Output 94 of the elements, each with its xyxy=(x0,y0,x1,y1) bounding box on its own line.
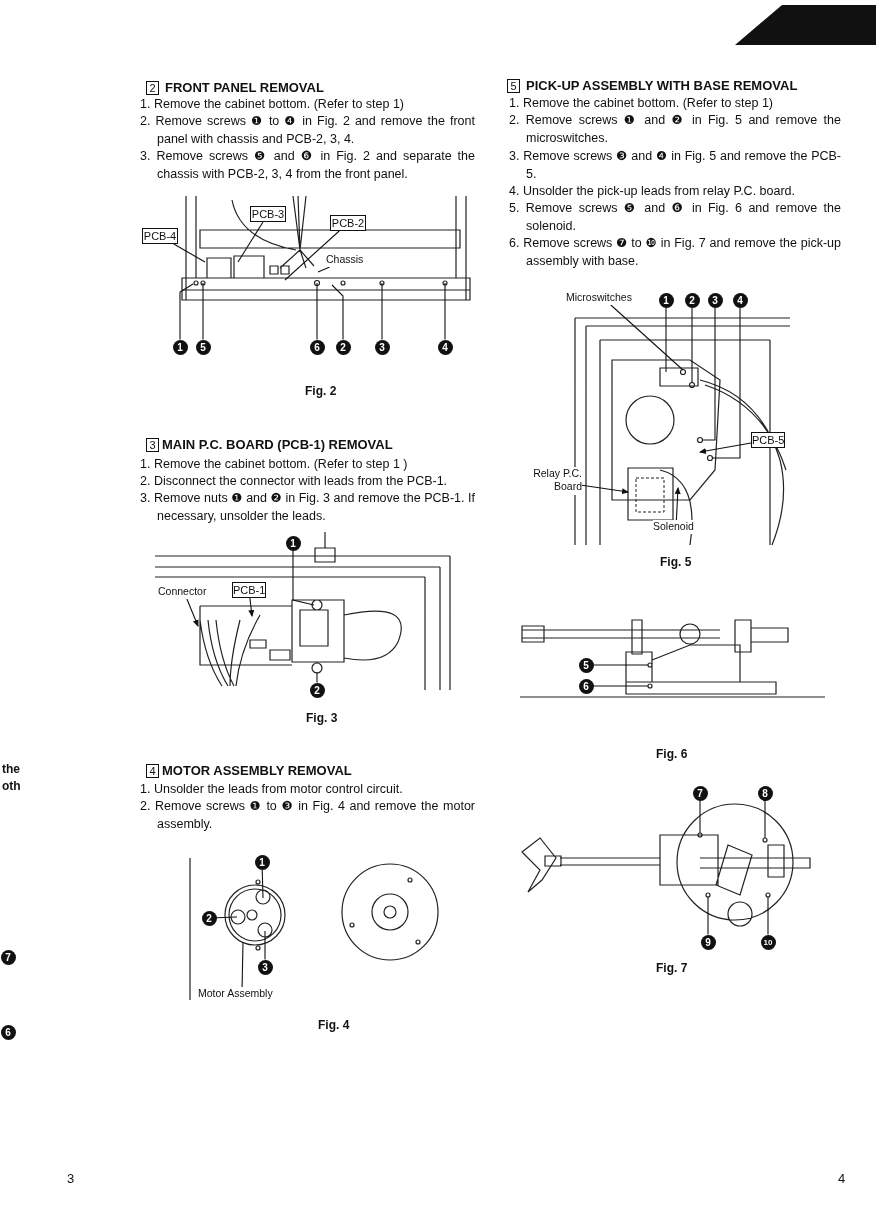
callout-number: 7 xyxy=(692,785,708,801)
part-label: PCB-2 xyxy=(330,215,366,231)
instruction-step: 4. Unsolder the pick-up leads from relay P.C. board. xyxy=(509,183,841,201)
section-heading: FRONT PANEL REMOVAL xyxy=(165,80,324,95)
leader-line xyxy=(241,941,244,988)
leader-line xyxy=(284,230,340,281)
instruction-step: 2. Remove screws ❶ and ❷ in Fig. 5 and remove the microswitches. xyxy=(509,112,841,147)
instruction-step: 2. Remove screws ❶ to ❸ in Fig. 4 and remove the motor assembly. xyxy=(140,798,475,833)
callout-number: 3 xyxy=(257,959,273,975)
leader-line xyxy=(674,487,681,521)
leader-line xyxy=(767,896,769,936)
instruction-step: 2. Remove screws ❶ to ❹ in Fig. 2 and remove the front panel with chassis and PCB-2, 3, 4. xyxy=(140,113,475,148)
section-number: 4 xyxy=(146,764,159,778)
section-heading: MOTOR ASSEMBLY REMOVAL xyxy=(162,763,352,778)
callout-number: 2 xyxy=(335,339,351,355)
leader-line xyxy=(764,799,766,839)
instruction-step: 3. Remove nuts ❶ and ❷ in Fig. 3 and remove the PCB-1. If necessary, unsolder the leads. xyxy=(140,490,475,525)
figure-caption: Fig. 5 xyxy=(660,555,692,569)
part-label: Chassis xyxy=(326,253,366,267)
callout-number: 3 xyxy=(707,292,723,308)
instruction-step: 2. Disconnect the connector with leads from the PCB-1. xyxy=(140,473,475,491)
instruction-step: 1. Unsolder the leads from motor control circuit. xyxy=(140,781,475,799)
callout-number: 2 xyxy=(309,682,325,698)
figure-caption: Fig. 4 xyxy=(318,1018,350,1032)
leader-line xyxy=(665,306,667,373)
callout-number: 6 xyxy=(578,678,594,694)
leader-line xyxy=(707,896,709,936)
instruction-step: 5. Remove screws ❺ and ❻ in Fig. 6 and remove the solenoid. xyxy=(509,200,841,235)
callout-number: 6 xyxy=(309,339,325,355)
callout-number: 3 xyxy=(374,339,390,355)
part-label: PCB-5 xyxy=(751,432,785,448)
instruction-step: 1. Remove the cabinet bottom. (Refer to step 1) xyxy=(509,95,841,113)
instruction-step: 1. Remove the cabinet bottom. (Refer to step 1 ) xyxy=(140,456,475,474)
leader-line xyxy=(316,282,318,341)
leader-line xyxy=(331,284,344,341)
figure-caption: Fig. 6 xyxy=(656,747,688,761)
callout-number: 8 xyxy=(757,785,773,801)
callout-number: 1 xyxy=(172,339,188,355)
callout-number: 5 xyxy=(578,657,594,673)
callout-number: 2 xyxy=(684,292,700,308)
callout-number: 1 xyxy=(658,292,674,308)
leader-line xyxy=(248,597,255,617)
callout-number: 10 xyxy=(760,934,776,950)
figure-caption: Fig. 3 xyxy=(306,711,338,725)
leader-line xyxy=(444,282,446,341)
leader-line xyxy=(215,916,238,919)
callout-number: 7 xyxy=(0,949,16,965)
callout-number: 9 xyxy=(700,934,716,950)
leader-line xyxy=(173,243,206,263)
callout-number: 5 xyxy=(195,339,211,355)
leader-line xyxy=(699,799,701,834)
cut-off-text: oth xyxy=(2,779,22,793)
leader-line xyxy=(702,306,716,441)
part-label: PCB-3 xyxy=(250,206,286,222)
section-heading: MAIN P.C. BOARD (PCB-1) REMOVAL xyxy=(162,437,393,452)
callout-number: 6 xyxy=(0,1024,16,1040)
cut-off-text: the xyxy=(2,762,21,776)
section-heading: PICK-UP ASSEMBLY WITH BASE REMOVAL xyxy=(526,78,798,93)
leader-line xyxy=(264,930,266,961)
instruction-step: 6. Remove screws ❼ to ❿ in Fig. 7 and remove the pick-up assembly with base. xyxy=(509,235,841,270)
instruction-step: 1. Remove the cabinet bottom. (Refer to step 1) xyxy=(140,96,475,114)
leader-line xyxy=(186,598,199,627)
leader-line xyxy=(237,221,264,263)
part-label: Connector xyxy=(158,585,210,599)
leader-line xyxy=(592,664,649,666)
leader-line xyxy=(179,283,194,341)
leader-line xyxy=(699,442,752,454)
callout-number: 1 xyxy=(254,854,270,870)
callout-number: 4 xyxy=(437,339,453,355)
callout-number: 4 xyxy=(732,292,748,308)
part-label: PCB-1 xyxy=(232,582,266,598)
instruction-step: 3. Remove screws ❺ and ❻ in Fig. 2 and separate the chassis with PCB-2, 3, 4 from the front panel. xyxy=(140,148,475,183)
leader-line xyxy=(592,685,649,687)
figure-caption: Fig. 2 xyxy=(305,384,337,398)
part-label: PCB-4 xyxy=(142,228,178,244)
page-number: 4 xyxy=(838,1171,846,1186)
callout-number: 1 xyxy=(285,535,301,551)
instruction-step: 3. Remove screws ❸ and ❹ in Fig. 5 and remove the PCB-5. xyxy=(509,148,841,183)
section-number: 2 xyxy=(146,81,159,95)
leader-line xyxy=(317,266,331,273)
leader-line xyxy=(691,306,693,384)
leader-line xyxy=(261,868,264,899)
leader-line xyxy=(316,671,318,684)
figure-caption: Fig. 7 xyxy=(656,961,688,975)
leader-line xyxy=(581,484,629,495)
section-number: 3 xyxy=(146,438,159,452)
leader-line xyxy=(202,282,204,341)
callout-number: 2 xyxy=(201,910,217,926)
leader-line xyxy=(292,549,315,606)
leader-line xyxy=(610,304,684,371)
section-number: 5 xyxy=(507,79,520,93)
leader-line xyxy=(712,306,741,459)
leader-line xyxy=(381,282,383,341)
page-number: 3 xyxy=(67,1171,75,1186)
